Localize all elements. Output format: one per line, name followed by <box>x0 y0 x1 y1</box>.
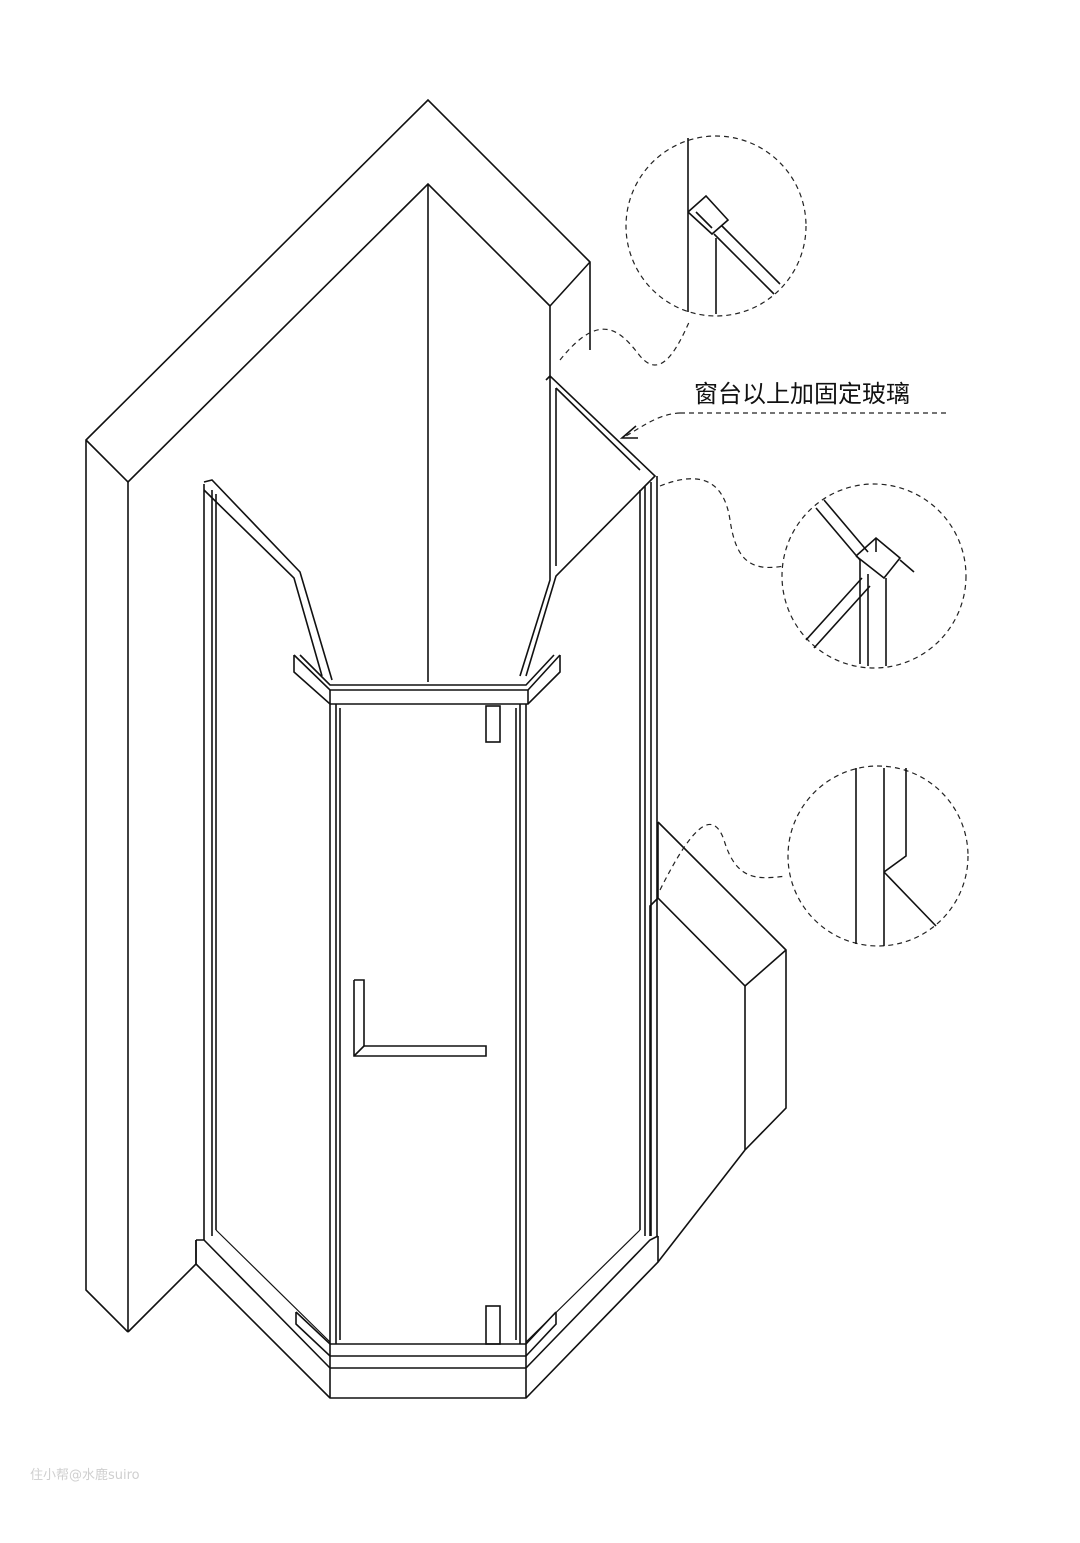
fixed-glass-above-sill <box>203 374 657 681</box>
annotation-leader <box>619 412 946 439</box>
bottom-hinge <box>485 1305 501 1345</box>
right-side-panel <box>525 476 658 1343</box>
corner-wall <box>85 98 591 1333</box>
top-hinge <box>485 705 501 743</box>
door-handle <box>353 979 487 1057</box>
shower-base-tray <box>195 1235 659 1399</box>
door-panel <box>329 704 527 1345</box>
detail-callout-sill <box>659 765 969 947</box>
detail-callout-top <box>559 135 807 366</box>
window-sill-ledge <box>293 654 561 705</box>
fixed-glass-annotation-label: 窗台以上加固定玻璃 <box>694 380 910 408</box>
detail-callout-corner <box>659 478 967 669</box>
left-side-panel <box>203 484 331 1343</box>
right-wall-segment <box>649 821 787 1263</box>
watermark-text: 住小帮@水鹿suiro <box>30 1467 140 1483</box>
